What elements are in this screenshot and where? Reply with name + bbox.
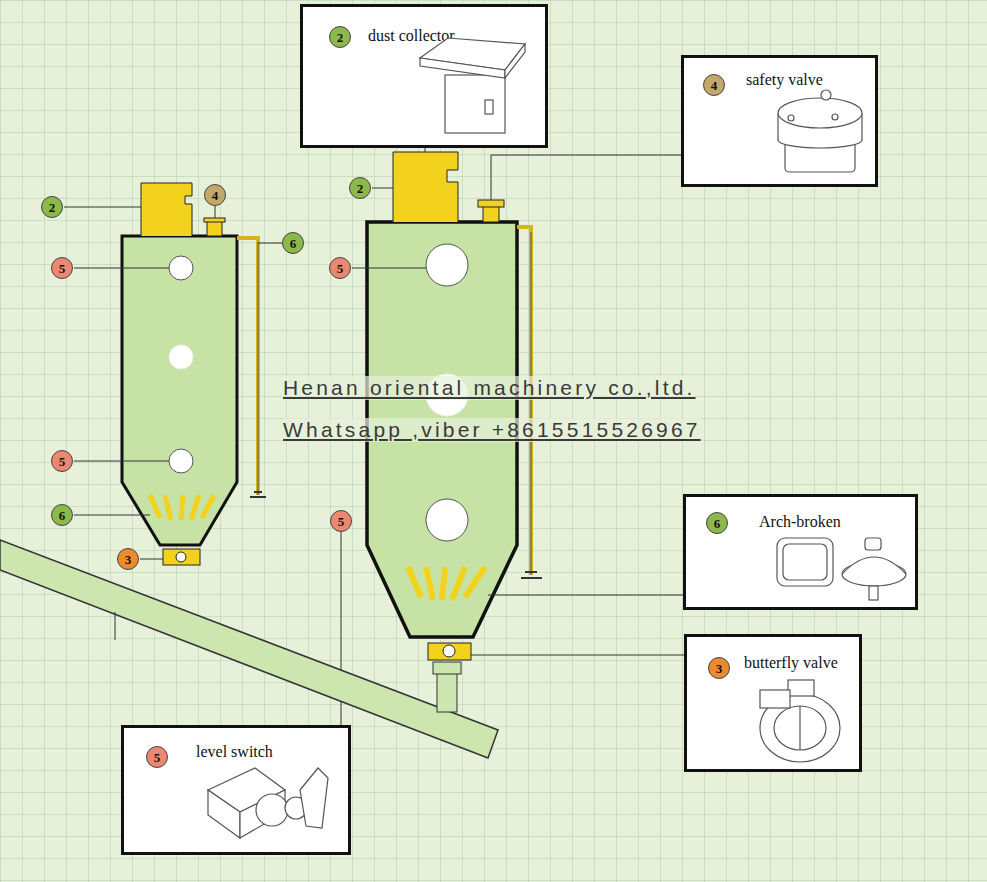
drawing-part <box>176 552 186 562</box>
drawing-part <box>204 218 225 222</box>
callout-circle: 3 <box>708 657 730 679</box>
drawing-part <box>64 207 141 208</box>
drawing-part <box>150 495 214 520</box>
callout-number: 3 <box>125 553 132 566</box>
drawing-part <box>140 559 163 560</box>
drawing-part <box>483 206 499 222</box>
part-name: level switch <box>196 743 273 761</box>
part-name: dust collector <box>368 27 455 45</box>
drawing-part <box>525 571 537 573</box>
callout-circle: 4 <box>204 184 226 206</box>
drawing-part <box>122 236 237 545</box>
callout-number: 5 <box>59 455 66 468</box>
callout-circle: 5 <box>146 746 168 768</box>
callout-circle: 5 <box>51 450 73 472</box>
drawing-part <box>141 183 192 236</box>
drawing-part <box>74 515 150 516</box>
drawing-part <box>254 491 262 493</box>
drawing-part <box>425 148 426 152</box>
drawing-part <box>215 206 216 218</box>
drawing-part <box>258 242 259 495</box>
drawing-part <box>408 567 421 597</box>
drawing-part <box>452 567 465 600</box>
drawing-part <box>237 238 258 495</box>
callout-box: level switch 5 <box>121 725 351 855</box>
drawing-part <box>491 155 681 200</box>
drawing-part <box>426 499 468 541</box>
callout-circle: 5 <box>51 257 73 279</box>
callout-circle: 6 <box>282 232 304 254</box>
drawing-part <box>169 449 193 473</box>
drawing-part <box>442 567 445 600</box>
drawing-part <box>426 244 468 286</box>
drawing-part <box>531 232 532 575</box>
drawing-part <box>202 495 214 518</box>
drawing-part <box>517 227 531 575</box>
callout-number: 6 <box>714 517 721 530</box>
drawing-part <box>471 655 684 656</box>
callout-number: 5 <box>338 515 345 528</box>
drawing-part <box>74 461 169 462</box>
part-name: Arch-broken <box>759 513 841 531</box>
drawing-part <box>258 243 282 244</box>
callout-circle: 5 <box>329 257 351 279</box>
callout-circle: 6 <box>706 512 728 534</box>
callout-circle: 4 <box>703 74 725 96</box>
drawing-part <box>352 268 426 269</box>
drawing-part <box>115 612 116 640</box>
callout-number: 4 <box>711 79 718 92</box>
callout-number: 6 <box>290 237 297 250</box>
callout-box: dust collector 2 <box>300 4 548 148</box>
drawing-part <box>393 152 458 222</box>
callout-number: 6 <box>59 509 66 522</box>
drawing-part <box>191 495 199 520</box>
drawing-part <box>150 495 160 518</box>
callout-circle: 6 <box>51 504 73 526</box>
watermark: Whatsapp ,viber +8615515526967 <box>283 418 701 442</box>
callout-number: 5 <box>59 262 66 275</box>
part-name: butterfly valve <box>744 654 838 672</box>
callout-circle: 2 <box>41 196 63 218</box>
drawing-part <box>207 221 222 236</box>
part-name: safety valve <box>746 71 823 89</box>
callout-number: 3 <box>716 662 723 675</box>
callout-box: butterfly valve 3 <box>684 634 862 772</box>
callout-box: Arch-broken 6 <box>683 494 918 610</box>
drawing-part <box>428 643 471 660</box>
drawing-part <box>437 672 457 712</box>
drawing-part <box>250 496 266 498</box>
callout-circle: 2 <box>329 26 351 48</box>
drawing-part <box>426 567 433 600</box>
callout-circle: 3 <box>117 548 139 570</box>
callout-number: 5 <box>337 262 344 275</box>
drawing-part <box>521 577 542 579</box>
drawing-part <box>352 148 684 655</box>
drawing-part <box>465 567 485 597</box>
drawing-part <box>372 188 393 189</box>
callout-number: 2 <box>357 182 364 195</box>
drawing-part <box>163 549 200 565</box>
drawing-part <box>488 595 683 596</box>
drawing-part <box>165 495 171 520</box>
drawing-part <box>478 200 504 207</box>
drawing-part <box>169 345 193 369</box>
callout-box: safety valve 4 <box>681 55 878 187</box>
drawing-part <box>74 268 169 269</box>
watermark: Henan oriental machinery co.,ltd. <box>283 376 696 400</box>
drawing-part <box>169 256 193 280</box>
drawing-part <box>64 206 282 559</box>
callout-number: 2 <box>49 201 56 214</box>
leader-line <box>341 532 342 725</box>
callout-number: 2 <box>337 31 344 44</box>
drawing-part <box>443 645 455 657</box>
callout-circle: 2 <box>349 177 371 199</box>
callout-circle: 5 <box>330 510 352 532</box>
drawing-part <box>181 495 183 520</box>
drawing-part <box>433 662 461 674</box>
callout-number: 4 <box>212 189 219 202</box>
callout-number: 5 <box>154 751 161 764</box>
drawing-part <box>408 567 485 600</box>
